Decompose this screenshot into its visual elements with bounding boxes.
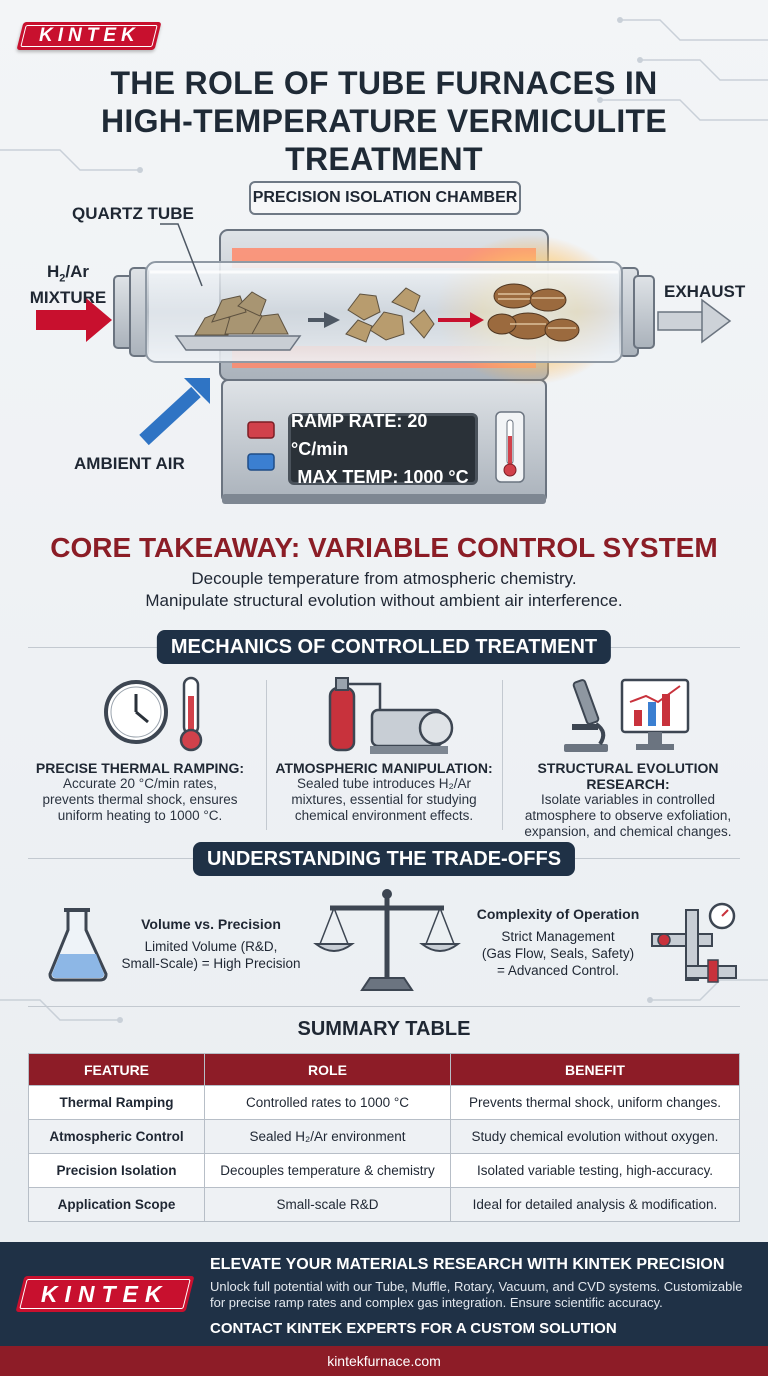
core-takeaway-title: CORE TAKEAWAY: VARIABLE CONTROL SYSTEM	[50, 532, 718, 563]
quartz-tube-label: QUARTZ TUBE	[72, 204, 194, 223]
mechanics-heading: MECHANICS OF CONTROLLED TREATMENT	[156, 630, 612, 664]
cta-body: Unlock full potential with our Tube, Muf…	[210, 1279, 743, 1310]
exhaust-label: EXHAUST	[664, 282, 746, 301]
kintek-logo[interactable]: KINTEK	[16, 22, 162, 50]
clock-thermometer-icon	[104, 676, 203, 752]
page-title: THE ROLE OF TUBE FURNACES IN HIGH-TEMPER…	[100, 65, 668, 177]
tradeoff-volume-precision: Volume vs. Precision Limited Volume (R&D…	[121, 916, 301, 971]
website-link[interactable]: kintekfurnace.com	[0, 1346, 768, 1376]
summary-title: SUMMARY TABLE	[297, 1018, 471, 1040]
tradeoff-complexity: Complexity of Operation Strict Managemen…	[476, 906, 640, 978]
summary-table: FEATURE ROLE BENEFIT Thermal Ramping Con…	[28, 1053, 740, 1222]
max-temp-readout: MAX TEMP: 1000 °C	[297, 467, 469, 487]
table-row: Application Scope Small-scale R&D Ideal …	[28, 1187, 740, 1222]
cta-banner: KINTEK ELEVATE YOUR MATERIALS RESEARCH W…	[0, 1242, 768, 1346]
table-row: Thermal Ramping Controlled rates to 1000…	[28, 1085, 740, 1120]
contact-link[interactable]: CONTACT KINTEK EXPERTS FOR A CUSTOM SOLU…	[210, 1320, 617, 1337]
kintek-logo-footer[interactable]: KINTEK	[15, 1276, 195, 1312]
chamber-label: PRECISION ISOLATION CHAMBER	[249, 181, 521, 215]
ambient-air-label: AMBIENT AIR	[74, 454, 185, 473]
column-divider	[502, 680, 503, 830]
mechanics-item-atmosphere: ATMOSPHERIC MANIPULATION: Sealed tube in…	[260, 672, 508, 842]
cta-headline: ELEVATE YOUR MATERIALS RESEARCH WITH KIN…	[210, 1256, 725, 1273]
tube-furnace-diagram	[36, 223, 732, 504]
mechanics-item-thermal: PRECISE THERMAL RAMPING: Accurate 20 °C/…	[16, 672, 264, 842]
ramp-rate-readout: RAMP RATE: 20 °C/min	[291, 411, 428, 459]
microscope-chart-icon	[564, 678, 690, 752]
mechanics-item-structural: STRUCTURAL EVOLUTION RESEARCH: Isolate v…	[504, 672, 752, 842]
tradeoffs-heading: UNDERSTANDING THE TRADE-OFFS	[192, 842, 576, 876]
table-row: Precision Isolation Decouples temperatur…	[28, 1153, 740, 1188]
table-row: Atmospheric Control Sealed H₂/Ar environ…	[28, 1119, 740, 1154]
balance-scale-icon	[313, 889, 461, 991]
core-takeaway-text: Decouple temperature from atmospheric ch…	[145, 569, 623, 610]
table-header: ROLE	[204, 1053, 451, 1086]
table-header: BENEFIT	[450, 1053, 740, 1086]
column-divider	[266, 680, 267, 830]
inlet-gas-label: H2/Ar MIXTURE	[29, 262, 107, 308]
divider	[28, 1006, 740, 1007]
pipes-valves-icon	[651, 902, 737, 983]
table-header: FEATURE	[28, 1053, 205, 1086]
furnace-display: RAMP RATE: 20 °C/min MAX TEMP: 1000 °C	[288, 411, 478, 487]
gas-cylinder-pump-icon	[328, 677, 454, 754]
flask-icon	[48, 908, 108, 982]
